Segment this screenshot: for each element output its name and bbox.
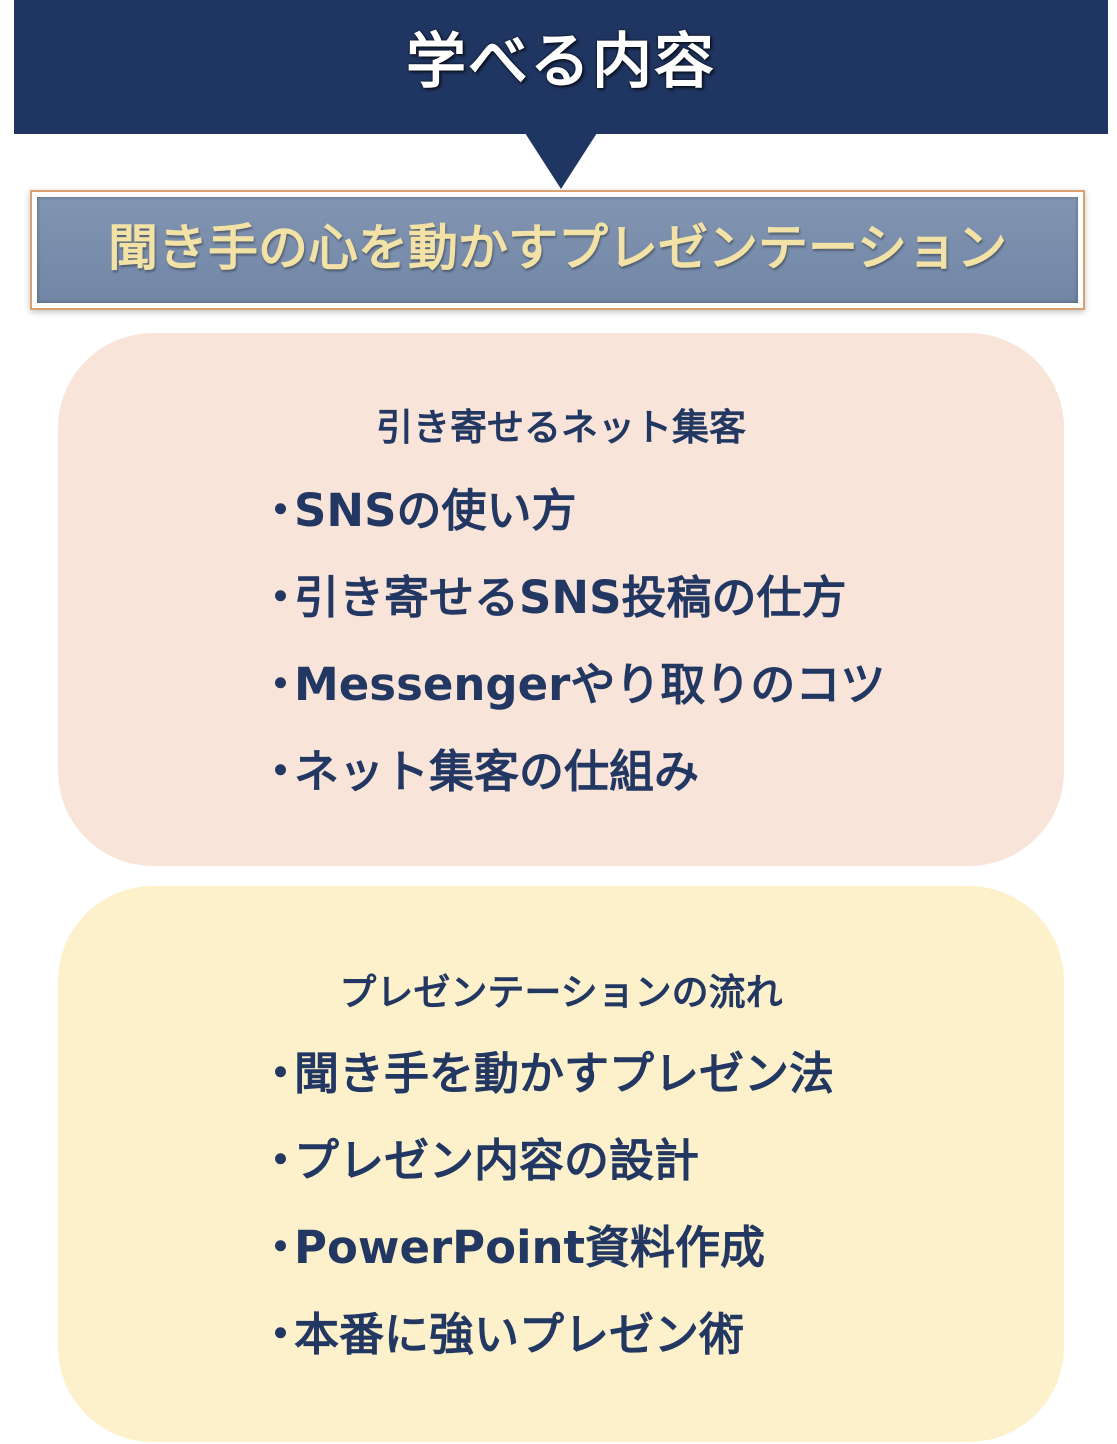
list-item-label: プレゼン内容の設計 <box>294 1134 700 1187</box>
list-item: ・Messengerやり取りのコツ <box>258 657 885 744</box>
item-list: ・SNSの使い方 ・引き寄せるSNS投稿の仕方 ・Messengerやり取りのコ… <box>258 483 885 831</box>
bullet: ・ <box>258 1047 304 1100</box>
subtitle-box: 聞き手の心を動かすプレゼンテーション <box>30 190 1085 310</box>
bullet: ・ <box>258 745 304 798</box>
bullet: ・ <box>258 1134 304 1187</box>
list-item-label: SNSの使い方 <box>294 484 577 537</box>
list-item: ・引き寄せるSNS投稿の仕方 <box>258 570 885 657</box>
list-item-label: Messengerやり取りのコツ <box>294 658 886 711</box>
item-list: ・聞き手を動かすプレゼン法 ・プレゼン内容の設計 ・PowerPoint資料作成… <box>258 1046 834 1394</box>
panel-presentation: プレゼンテーションの流れ ・聞き手を動かすプレゼン法 ・プレゼン内容の設計 ・P… <box>58 886 1064 1442</box>
panel-heading: プレゼンテーションの流れ <box>339 971 783 1014</box>
list-item: ・PowerPoint資料作成 <box>258 1220 834 1307</box>
subtitle-text: 聞き手の心を動かすプレゼンテーション <box>108 219 1007 277</box>
bullet: ・ <box>258 1308 304 1361</box>
list-item: ・プレゼン内容の設計 <box>258 1133 834 1220</box>
header-banner: 学べる内容 <box>14 0 1108 134</box>
list-item: ・ネット集客の仕組み <box>258 744 885 831</box>
page-title: 学べる内容 <box>406 27 716 97</box>
panel-net-marketing: 引き寄せるネット集客 ・SNSの使い方 ・引き寄せるSNS投稿の仕方 ・Mess… <box>58 333 1064 866</box>
list-item-label: PowerPoint資料作成 <box>294 1221 766 1274</box>
list-item-label: 本番に強いプレゼン術 <box>294 1308 745 1361</box>
list-item: ・本番に強いプレゼン術 <box>258 1307 834 1394</box>
list-item: ・聞き手を動かすプレゼン法 <box>258 1046 834 1133</box>
bullet: ・ <box>258 571 304 624</box>
subtitle-inner-panel: 聞き手の心を動かすプレゼンテーション <box>37 197 1078 303</box>
bullet: ・ <box>258 658 304 711</box>
bullet: ・ <box>258 1221 304 1274</box>
list-item: ・SNSの使い方 <box>258 483 885 570</box>
list-item-label: 聞き手を動かすプレゼン法 <box>294 1047 835 1100</box>
panel-heading: 引き寄せるネット集客 <box>376 406 746 449</box>
list-item-label: 引き寄せるSNS投稿の仕方 <box>294 571 847 624</box>
header-pointer-arrow <box>525 133 597 189</box>
bullet: ・ <box>258 484 304 537</box>
list-item-label: ネット集客の仕組み <box>294 745 700 798</box>
